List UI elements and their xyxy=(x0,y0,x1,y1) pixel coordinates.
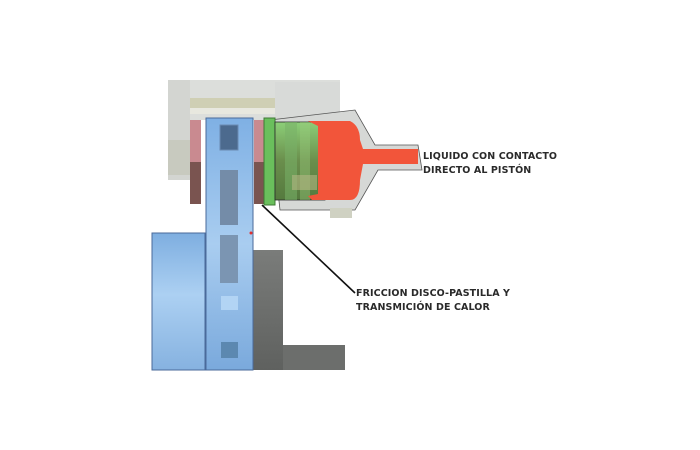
brake-pad-left xyxy=(190,120,201,204)
wheel-hub xyxy=(151,232,206,371)
friction-label: FRICCION DISCO-PASTILLA Y TRANSMICIÓN DE… xyxy=(356,287,510,315)
fluid-label-line1: LIQUIDO CON CONTACTO xyxy=(423,151,558,162)
friction-label-line1: FRICCION DISCO-PASTILLA Y xyxy=(356,288,511,299)
friction-leader-line xyxy=(261,204,356,294)
brake-pad-right xyxy=(254,120,264,204)
brake-disc xyxy=(205,117,254,371)
axle-support xyxy=(253,250,345,370)
brake-fluid xyxy=(308,121,418,200)
friction-label-line2: TRANSMICIÓN DE CALOR xyxy=(356,302,490,313)
fluid-label-line2: DIRECTO AL PISTÓN xyxy=(423,165,532,176)
fluid-label: LIQUIDO CON CONTACTO DIRECTO AL PISTÓN xyxy=(423,150,557,178)
piston xyxy=(263,117,326,206)
